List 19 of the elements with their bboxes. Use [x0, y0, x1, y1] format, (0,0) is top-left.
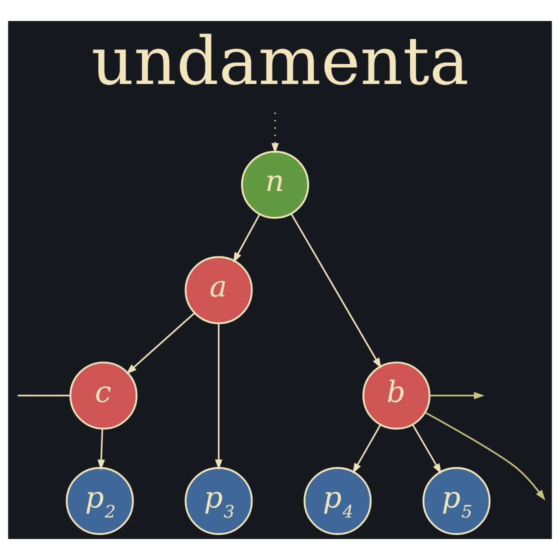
diagram-title: undamenta [91, 22, 469, 100]
arrow [126, 312, 195, 374]
arrow [271, 112, 279, 154]
connector [18, 394, 70, 396]
arrow [412, 424, 442, 474]
node-circle: p$_{2}$ [66, 466, 134, 536]
arrow [430, 392, 485, 400]
node-circle: p$_{5}$ [422, 466, 491, 536]
node-circle: p$_{4}$ [304, 466, 372, 536]
node-circle: n [241, 150, 310, 219]
arrow [424, 412, 546, 500]
arrow [352, 424, 382, 474]
arrow [290, 214, 382, 368]
node-circle: a [184, 256, 253, 324]
node-circle: p$_{3}$ [184, 466, 253, 536]
arrow [232, 214, 260, 263]
arrow [98, 428, 105, 470]
arrow [215, 324, 222, 470]
node-circle: b [362, 362, 430, 430]
